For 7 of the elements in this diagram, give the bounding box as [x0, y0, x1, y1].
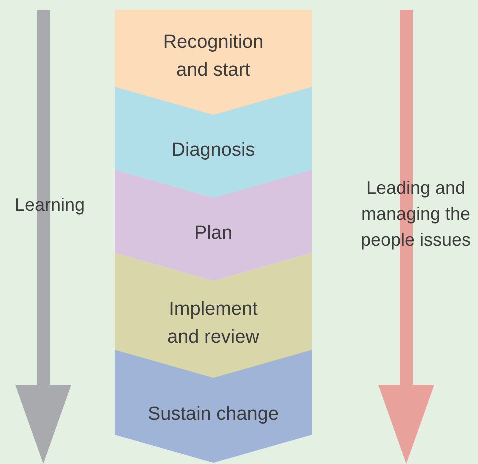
step-label: Implement and review	[166, 298, 260, 350]
step-label: Recognition and start	[162, 30, 265, 82]
step-label: Sustain change	[147, 402, 280, 426]
side-label: Learning	[14, 194, 86, 217]
side-label: Leading and managing the people issues	[360, 177, 472, 252]
step-label: Diagnosis	[170, 138, 256, 162]
step-label: Plan	[193, 222, 234, 246]
